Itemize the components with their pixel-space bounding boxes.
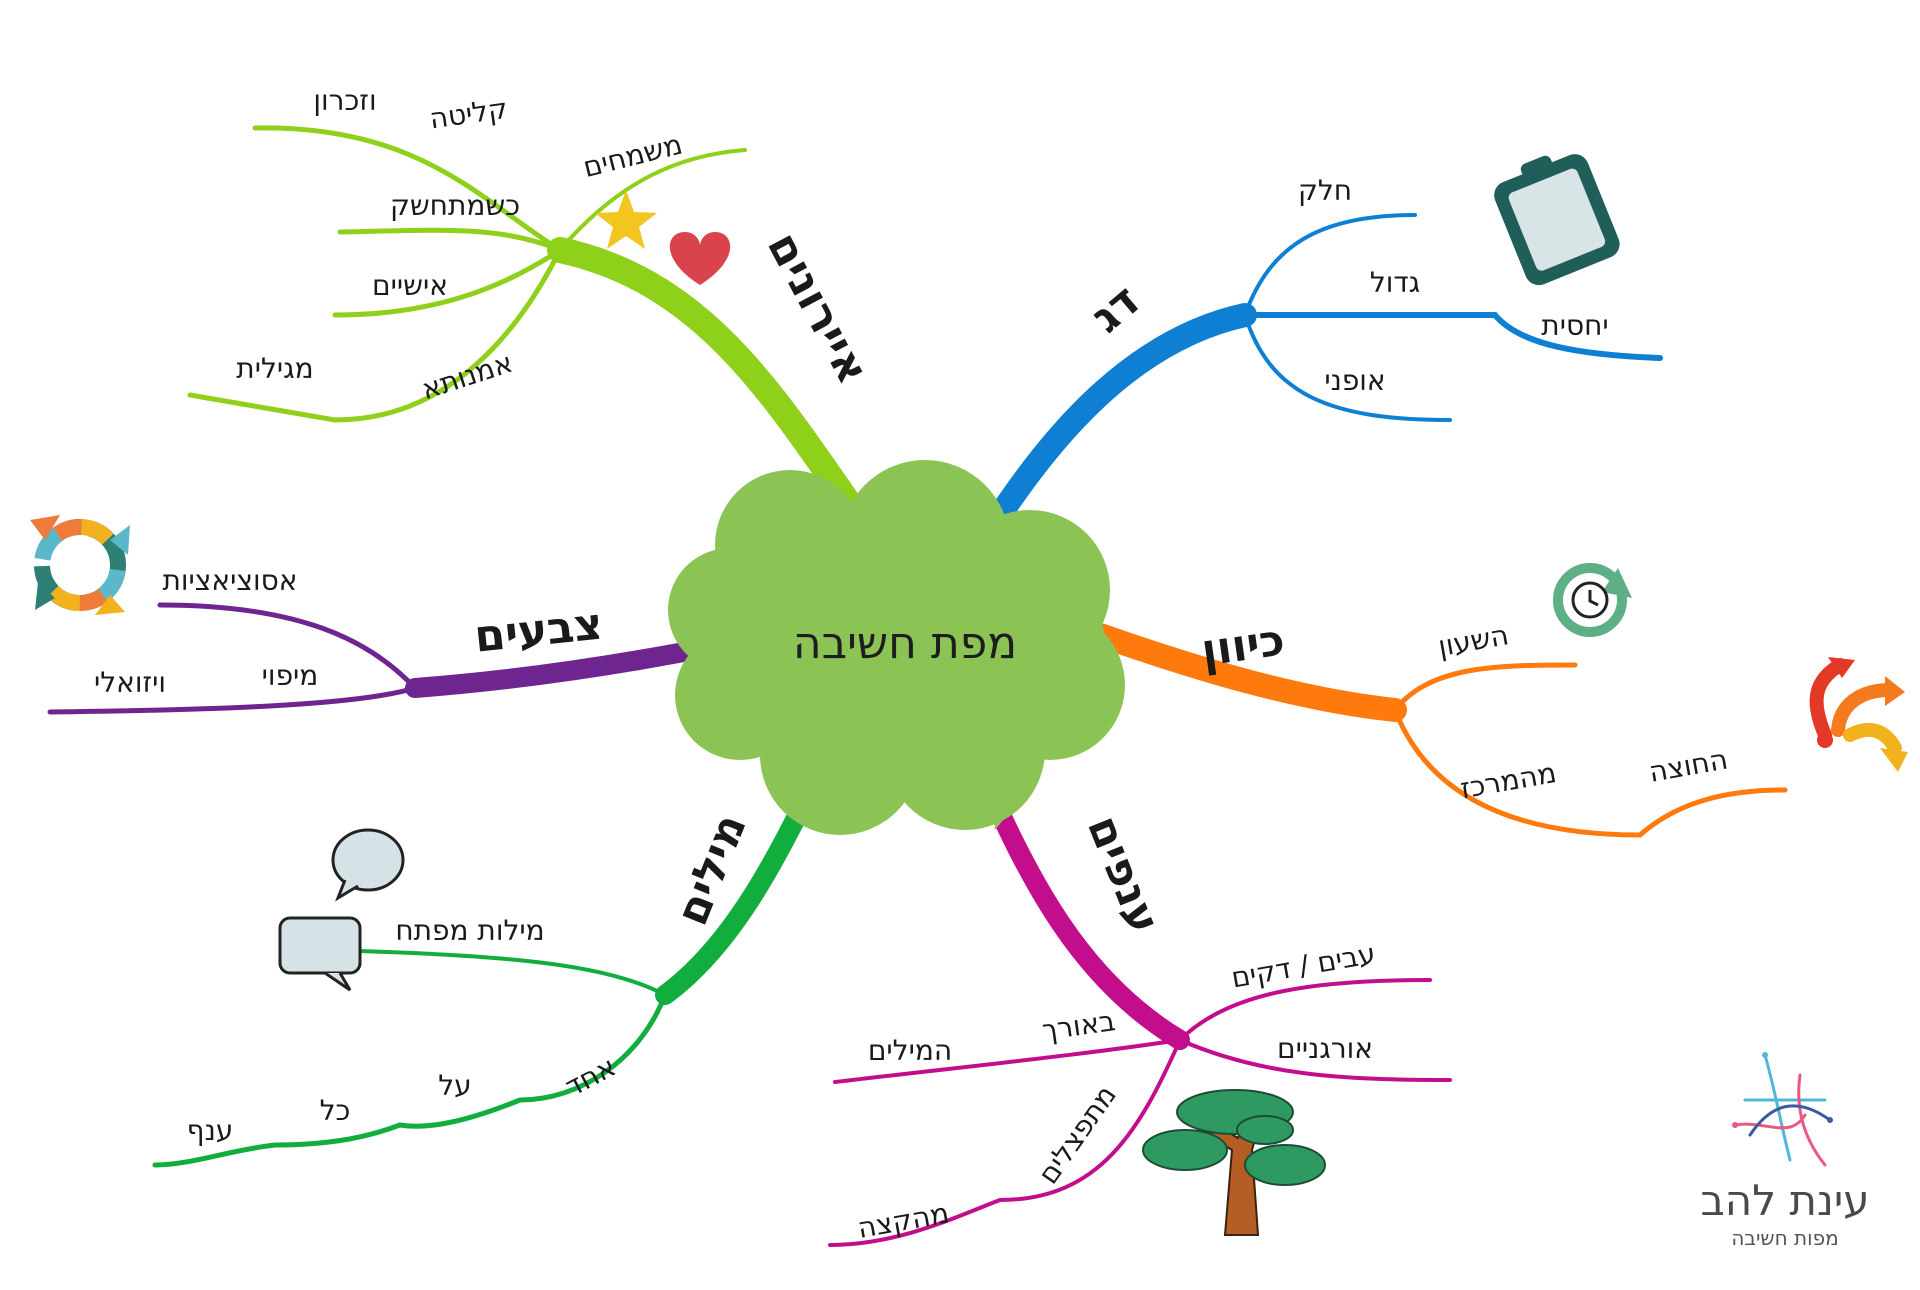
logo: עינת להב מפות חשיבה — [1700, 1052, 1870, 1250]
branch-kivun — [1088, 623, 1788, 838]
sub-label: אופני — [1324, 364, 1385, 397]
sub-label: קליטה — [428, 92, 510, 136]
branch-eironim-trunk — [547, 237, 863, 518]
sub-label: החוצה — [1647, 743, 1731, 789]
branch-tzvaim — [47, 602, 730, 715]
logo-subtitle: מפות חשיבה — [1731, 1226, 1838, 1250]
sub-label: חלק — [1298, 174, 1352, 207]
branch-dag — [988, 213, 1663, 527]
logo-title: עינת להב — [1700, 1176, 1869, 1225]
center-title: מפת חשיבה — [793, 618, 1017, 669]
sub-label: אסוציאציות — [162, 564, 297, 597]
heart-icon — [669, 232, 731, 285]
sub-label: אמנותא — [417, 346, 516, 406]
branch-dag-label: דג — [1082, 275, 1150, 343]
sub-label: אישיים — [372, 269, 448, 302]
branch-kivun-trunk — [1088, 623, 1407, 722]
cycle-arrows-icon — [30, 515, 130, 615]
sub-label: השעון — [1436, 618, 1512, 663]
star-icon — [595, 190, 657, 249]
branch-eironim-label: איירונים — [757, 224, 879, 392]
sub-label: כשמתחשק — [390, 189, 520, 222]
sub-label: אחד — [560, 1050, 622, 1104]
sub-label: מתפצלים — [1032, 1079, 1123, 1190]
branch-anafim-label: ענפים — [1077, 809, 1170, 941]
sub-label: ענף — [187, 1114, 234, 1147]
logo-icon — [1732, 1052, 1833, 1167]
clock-icon — [1553, 563, 1632, 637]
sub-label: מהמרכז — [1458, 756, 1559, 805]
sub-label: ויזואלי — [94, 666, 166, 699]
sub-label: מילות מפתח — [395, 914, 544, 947]
speech-bubbles-icon — [278, 828, 405, 992]
sub-label: וזכרון — [313, 84, 376, 117]
sub-label: על — [438, 1069, 471, 1102]
branch-tzvaim-trunk — [405, 635, 730, 698]
branch-dag-trunk — [988, 303, 1257, 527]
arrows-icon — [1809, 657, 1908, 772]
tree-icon — [1142, 1089, 1326, 1236]
sub-label: מיפוי — [262, 659, 319, 692]
sub-label: יחסית — [1541, 309, 1608, 342]
sub-label: גדול — [1370, 266, 1420, 299]
branch-eironim — [187, 125, 863, 518]
sub-label: משמחים — [580, 128, 686, 184]
sub-label: באורך — [1040, 1004, 1117, 1047]
center-cloud — [668, 460, 1125, 835]
sub-label: מהקצה — [855, 1196, 951, 1244]
sub-label: המילים — [868, 1034, 952, 1067]
sub-label: כל — [320, 1094, 351, 1127]
sub-label: אורגניים — [1277, 1032, 1373, 1065]
branch-tzvaim-label: צבעים — [472, 599, 605, 663]
sub-label: מגילית — [236, 352, 313, 385]
branch-kivun-label: כיוון — [1198, 615, 1287, 677]
clipboard-icon — [1494, 154, 1620, 286]
